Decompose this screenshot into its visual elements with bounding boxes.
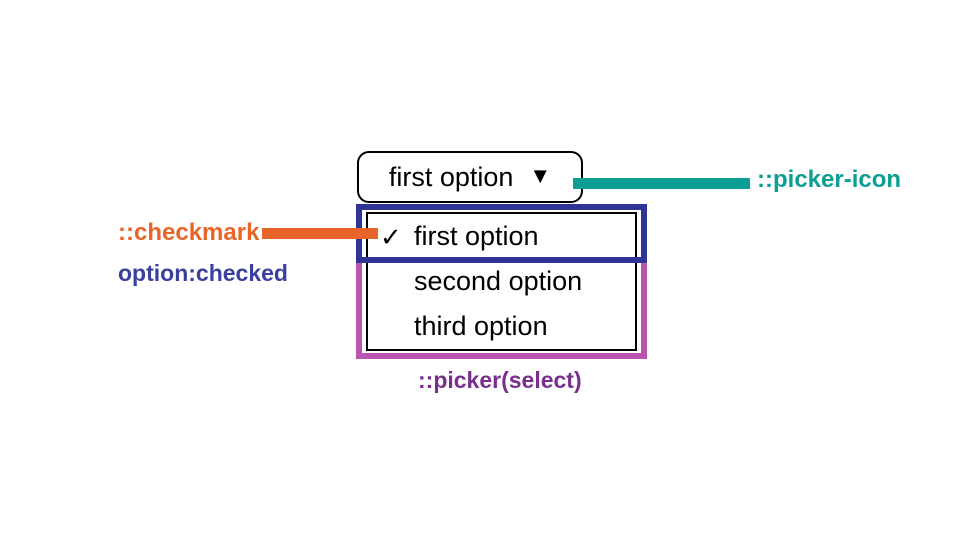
picker-listbox xyxy=(366,212,637,351)
option-label: second option xyxy=(414,266,583,296)
checkmark-icon: ✓ xyxy=(380,221,402,252)
annotation-checkmark: ::checkmark xyxy=(118,219,260,246)
annotation-picker-icon: ::picker-icon xyxy=(757,166,902,193)
option-item-first[interactable]: ✓ first option xyxy=(366,214,637,259)
annotation-option-checked: option:checked xyxy=(118,260,288,286)
picker-icon-connector-line xyxy=(573,178,750,189)
option-label: first option xyxy=(414,221,539,251)
option-checked-outline xyxy=(356,204,647,263)
select-button[interactable]: first option ▼ xyxy=(357,151,583,203)
option-item-third[interactable]: third option xyxy=(366,304,637,349)
select-value-label: first option xyxy=(388,161,514,192)
option-label: third option xyxy=(414,311,548,341)
option-item-second[interactable]: second option xyxy=(366,259,637,304)
annotation-picker-select: ::picker(select) xyxy=(418,367,582,393)
option-list: ✓ first option second option third optio… xyxy=(366,212,637,351)
checkmark-connector-line xyxy=(262,228,378,239)
picker-icon: ▼ xyxy=(529,163,552,188)
